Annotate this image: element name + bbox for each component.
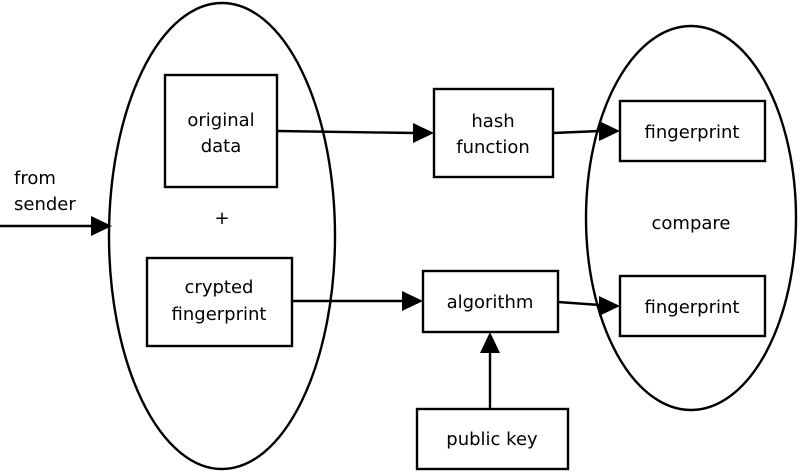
crypted-fingerprint-box [145,256,294,348]
hash-to-fingerprint-arrow [552,121,620,141]
public-key-box [415,407,570,471]
public-key-label: public key [446,429,538,450]
hash-function-box [432,87,555,179]
original-data-box [163,73,279,189]
received-message-ellipse [107,1,337,471]
input-label-line-1: from [14,168,56,189]
hash-function-label-line-2: function [456,137,530,158]
crypted-fingerprint-label-line-2: fingerprint [172,304,267,325]
algorithm-label: algorithm [447,292,534,313]
input-arrow [0,216,112,236]
public-key-to-algorithm-arrow [480,332,500,409]
input-label-line-2: sender [14,194,76,215]
plus-sign: + [214,208,229,229]
fingerprint-top-box [618,99,767,163]
fingerprint-top-label: fingerprint [645,122,740,143]
hash-function-label-line-1: hash [471,111,514,132]
fingerprint-bottom-label: fingerprint [645,297,740,318]
algorithm-to-fingerprint-arrow [557,296,620,316]
crypted-fingerprint-label-line-1: crypted [185,277,254,298]
crypted-fingerprint-to-algorithm-arrow [292,291,423,311]
compare-label: compare [652,213,731,234]
original-data-label-line-2: data [201,136,242,157]
original-data-label-line-1: original [187,110,254,131]
original-data-to-hash-arrow [276,123,434,143]
fingerprint-bottom-box [618,274,767,338]
algorithm-box [421,269,560,334]
